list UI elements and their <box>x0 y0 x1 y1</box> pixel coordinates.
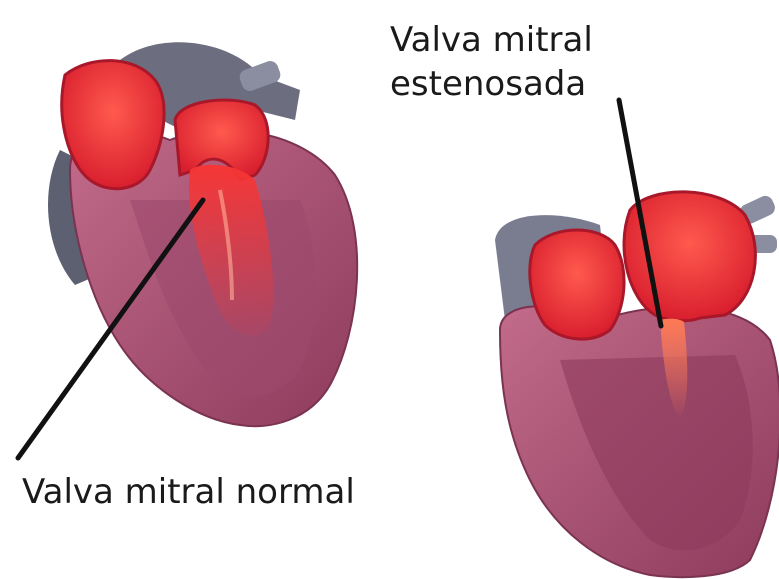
stenosed-valve-label: Valva mitral estenosada <box>390 18 593 106</box>
stenosed-heart-enlarged-chamber <box>624 192 755 321</box>
stenosed-valve-label-line2: estenosada <box>390 62 593 106</box>
normal-heart <box>48 42 357 426</box>
normal-valve-label: Valva mitral normal <box>22 470 355 514</box>
stenosed-heart <box>495 192 779 577</box>
stenosed-valve-label-line1: Valva mitral <box>390 18 593 62</box>
stenosed-heart-atrium <box>530 230 624 339</box>
